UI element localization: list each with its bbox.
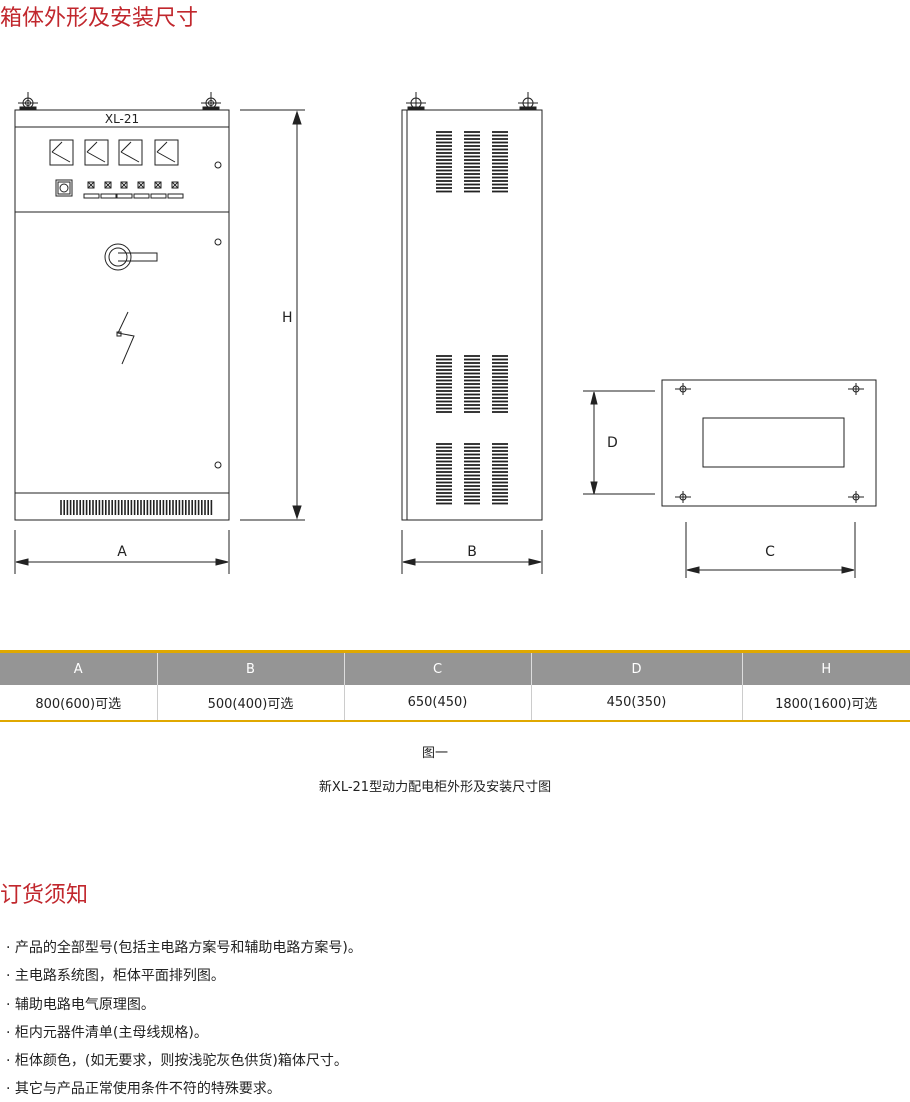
meter-icon [118,139,143,166]
list-item: 柜体颜色，(如无要求，则按浅驼灰色供货)箱体尺寸。 [6,1049,362,1077]
figure-caption: 新XL-21型动力配电柜外形及安装尺寸图 [318,780,552,795]
dimension-D: D [583,390,655,495]
list-item: 产品的全部型号(包括主电路方案号和辅助电路方案号)。 [6,936,362,964]
header-h: H [741,651,910,685]
header-a: A [0,651,157,685]
dimension-H: H [240,109,305,521]
indicator-lamp-icon [104,181,112,189]
lifting-eye-icon [18,92,38,111]
dimension-table: A B C D H 800(600)可选 500(400)可选 650(450)… [0,650,910,722]
indicator-lamp-icon [137,181,145,189]
value-b: 500(400)可选 [156,685,344,721]
indicator-lamp-icon [120,181,128,189]
ordering-notes: 产品的全部型号(包括主电路方案号和辅助电路方案号)。 主电路系统图，柜体平面排列… [6,936,362,1102]
list-item: 其它与产品正常使用条件不符的特殊要求。 [6,1077,362,1102]
section-title-ordering: 订货须知 [0,883,89,908]
meter-icon [49,139,74,166]
dimension-B: B [401,530,543,574]
lightning-warning-icon [117,311,135,365]
front-view: XL-21 [14,92,230,521]
door-handle [104,243,158,271]
side-vents [436,131,508,505]
section-title-dimensions: 箱体外形及安装尺寸 [0,6,199,31]
dimension-label-d: D [607,435,618,451]
table-row: 800(600)可选 500(400)可选 650(450) 450(350) … [0,685,910,721]
meter-icon [154,139,179,166]
indicator-lamp-icon [171,181,179,189]
value-d: 450(350) [530,685,742,721]
header-b: B [156,651,344,685]
lifting-eye-icon [201,92,221,111]
front-vent [60,500,213,515]
list-item: 主电路系统图，柜体平面排列图。 [6,964,362,992]
value-a: 800(600)可选 [35,697,122,712]
value-c: 650(450) [343,685,531,721]
value-h: 1800(1600)可选 [741,685,910,721]
figure-label: 图一 [421,746,448,761]
dimension-label-a: A [117,544,127,560]
indicator-lamp-icon [87,181,95,189]
side-view [401,92,543,521]
dimension-C: C [685,522,856,578]
dimension-label-h: H [282,310,293,326]
table-header-row: A B C D H [0,651,910,685]
meter-icon [84,139,109,166]
selector-switch [55,179,73,197]
plan-view [661,379,877,507]
dimension-label-b: B [467,544,477,560]
dimension-label-c: C [765,544,775,560]
model-label: XL-21 [105,112,139,126]
header-d: D [530,651,742,685]
dimension-A: A [14,530,230,574]
list-item: 柜内元器件清单(主母线规格)。 [6,1021,362,1049]
indicator-lamp-icon [154,181,162,189]
header-c: C [343,651,531,685]
cabinet-drawing: XL-21 H A B D C [14,92,877,578]
indicator-lamps [83,181,184,199]
list-item: 辅助电路电气原理图。 [6,993,362,1021]
meters [49,139,179,166]
